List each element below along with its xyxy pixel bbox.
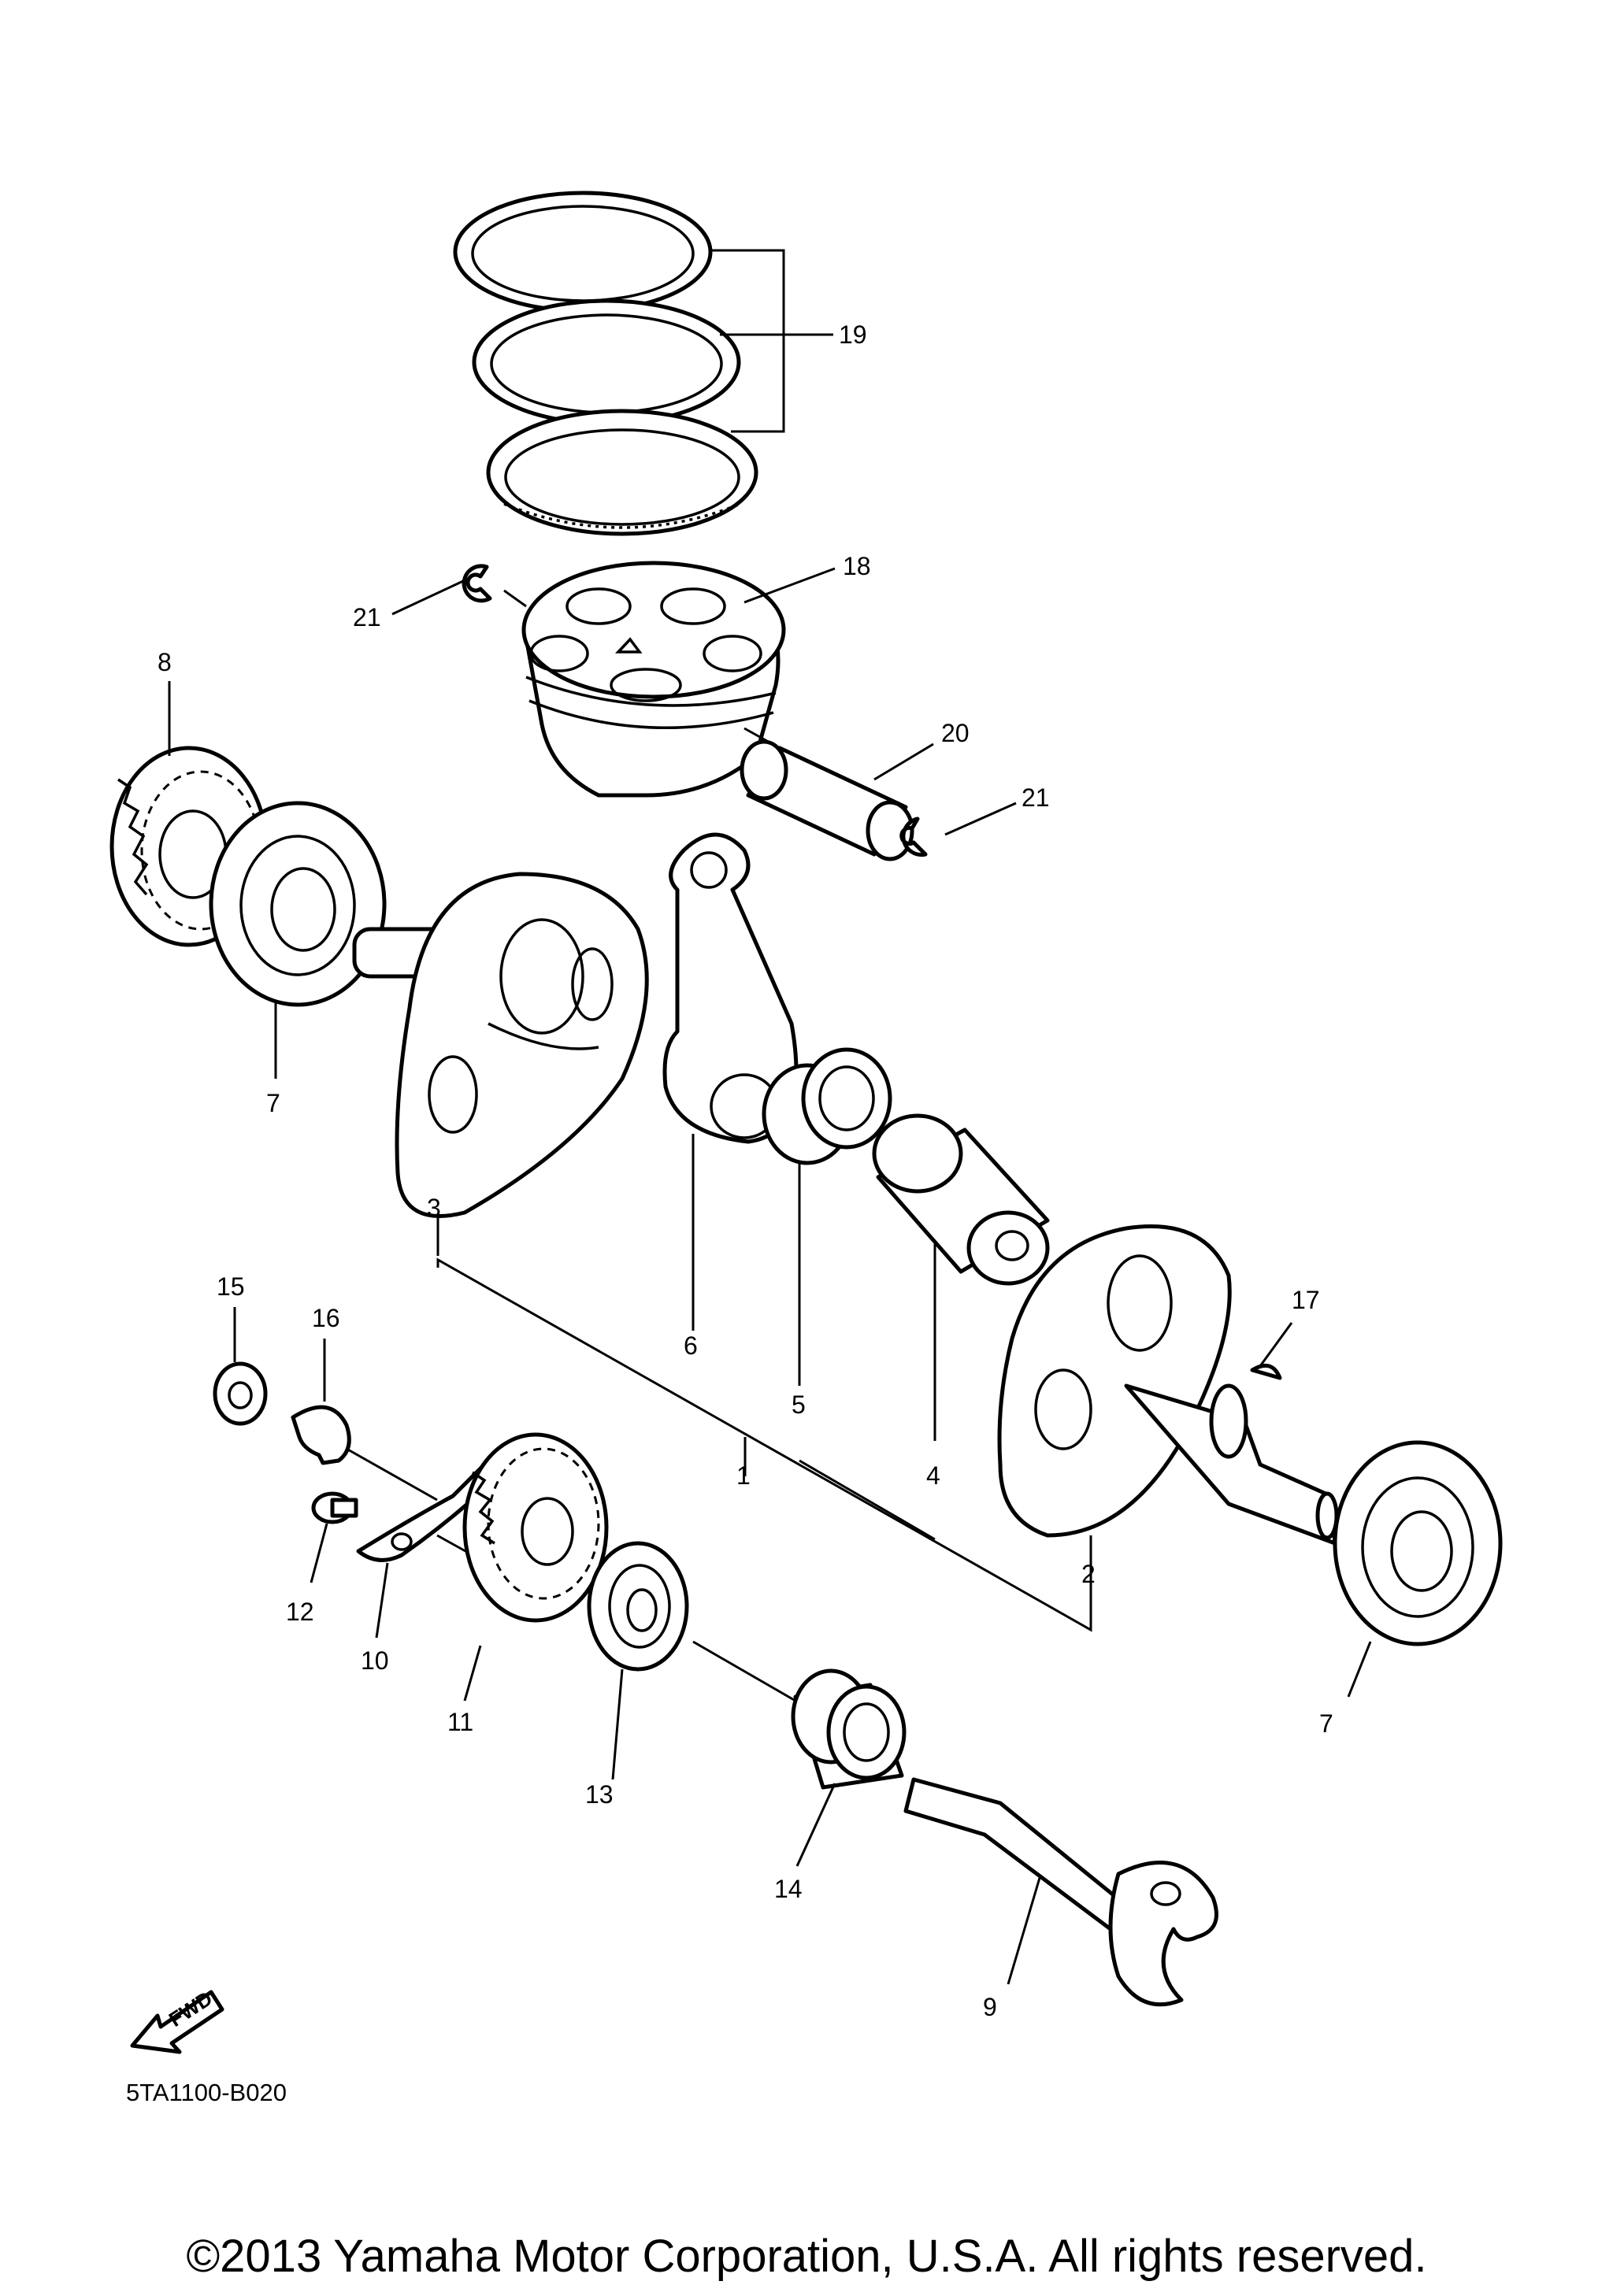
callout-1: 1 [736,1461,751,1490]
callout-19: 19 [839,320,867,349]
needle-bushing [791,1668,907,1790]
callout-3: 3 [427,1194,441,1222]
circlip-upper [462,564,492,603]
callout-6: 6 [684,1331,698,1360]
callout-18: 18 [843,552,871,580]
callout-15: 15 [217,1272,245,1301]
callout-5: 5 [792,1391,806,1419]
crank-pin [872,1113,1050,1286]
piston [521,561,786,798]
callout-7-left: 7 [266,1089,280,1117]
callout-21-lower: 21 [1022,783,1050,812]
callout-2: 2 [1081,1560,1096,1588]
callout-8: 8 [158,648,172,676]
ratchet-gear [462,1432,609,1623]
callout-11: 11 [447,1708,473,1736]
main-bearing-left [209,801,387,1007]
callout-4: 4 [926,1461,940,1490]
callout-12: 12 [286,1598,314,1626]
copyright-notice: ©2013 Yamaha Motor Corporation, U.S.A. A… [186,2231,1427,2282]
woodruff-key [1250,1363,1282,1380]
main-bearing-right [1333,1440,1503,1646]
kick-bearing [587,1541,689,1672]
stopper-lever [356,1462,487,1562]
callout-9: 9 [983,1993,997,2021]
nut [213,1361,268,1426]
bolt [311,1491,358,1524]
piston-pin [740,739,914,861]
circlip-lower [899,817,928,857]
diagram-code: 5TA1100-B020 [126,2079,287,2106]
piston-rings [453,191,758,536]
callout-14: 14 [774,1875,803,1903]
callout-13: 13 [585,1780,614,1809]
callout-17: 17 [1292,1286,1320,1314]
crank-web-right [997,1224,1339,1546]
callout-21-upper: 21 [353,603,381,631]
callout-10: 10 [361,1646,389,1675]
crank-needle-bearing [762,1047,892,1165]
kick-shaft [903,1777,1218,2007]
connecting-rod [662,832,799,1144]
lock-washer [291,1405,351,1465]
fwd-arrow-icon: FWD [130,1987,224,2054]
crank-web-left [352,872,649,1218]
callout-7-right: 7 [1319,1709,1333,1738]
callout-16: 16 [312,1304,340,1332]
callout-20: 20 [941,719,970,747]
